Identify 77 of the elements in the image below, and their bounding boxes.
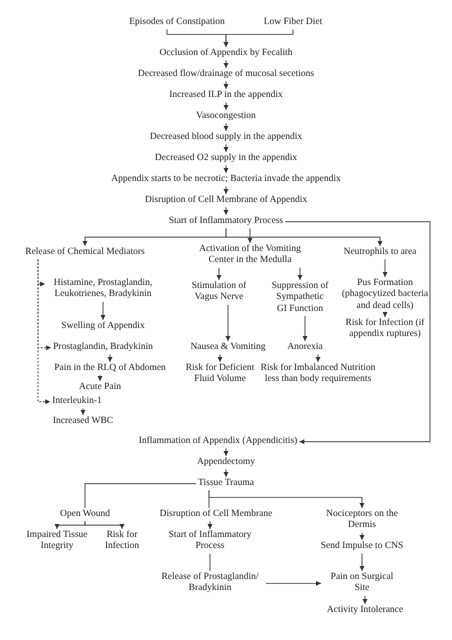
arrow	[224, 144, 228, 152]
flow-step-text: Increased WBC	[52, 416, 114, 428]
flow-step-text: Interleukin-1	[52, 396, 102, 408]
flow-step-text: Risk for Infection	[102, 530, 142, 553]
flow-step-text: Disruption of Cell Membrane	[160, 509, 272, 520]
flow-step-text: Release of Prostaglandin/ Bradykinin	[160, 572, 260, 595]
arrow	[226, 228, 382, 246]
flow-step-text: Prostaglandin, Bradykinin	[53, 342, 153, 354]
arrow	[224, 81, 228, 90]
flow-step-text: Activity Intolerance	[326, 605, 404, 616]
flow-step-text: Stimulation of Vagus Nerve	[179, 281, 259, 304]
flow-step-text: Increased ILP in the appendix	[169, 90, 283, 102]
flow-step-text: Decreased O2 supply in the appendix	[154, 153, 298, 164]
arrow	[382, 259, 388, 278]
flow-step-text: Neutrophils to area	[344, 247, 416, 258]
arrow	[38, 259, 51, 404]
arrow	[382, 312, 388, 318]
arrow	[216, 267, 222, 280]
arrow	[266, 580, 322, 586]
flow-step-text: Impaired Tissue Integrity	[25, 530, 89, 553]
flow-step-text: Nausea & Vomiting	[190, 342, 266, 354]
arrow	[224, 102, 228, 110]
arrow	[224, 469, 228, 478]
arrow	[316, 354, 320, 362]
arrow	[218, 354, 222, 362]
flow-step-text: Swelling of Appendix	[61, 321, 145, 332]
arrow	[80, 408, 86, 416]
flow-step-text: Pain in the RLQ of Abdomen	[54, 363, 166, 374]
flow-step-text: Open Wound	[60, 509, 110, 520]
arrow	[226, 304, 230, 342]
flow-step-text: Disruption of Cell Membrane of Appendix	[144, 195, 308, 206]
flow-step-text: Episodes of Constipation	[129, 17, 225, 28]
arrow	[298, 267, 302, 280]
flow-step-text: Decreased flow/drainage of mucosal secetions	[138, 69, 314, 80]
arrow	[224, 123, 228, 132]
flow-step-text: Tissue Trauma	[198, 478, 254, 490]
flow-step-text: Acute Pain	[79, 382, 121, 394]
flow-step-text: Anorexia	[287, 342, 323, 354]
arrow	[224, 164, 228, 174]
arrow	[84, 521, 124, 530]
arrow	[248, 228, 252, 244]
flow-step-text: Vasocongestion	[196, 111, 256, 122]
flow-step-text: Appendectomy	[196, 457, 256, 468]
flow-step-text: Pain on Surgical Site	[327, 572, 397, 595]
arrow	[224, 448, 228, 456]
flow-step-text: Start of Inflammatory Process	[165, 530, 255, 553]
flow-step-text: Histamine, Prostaglandin, Leukotrienes, Bradykinin	[47, 278, 159, 301]
flow-step-text: Nociceptors on the Dermis	[324, 509, 400, 532]
arrow	[284, 221, 430, 444]
arrow	[362, 595, 368, 604]
arrow	[302, 316, 308, 342]
flow-step-text: Release of Chemical Mediators	[25, 247, 145, 258]
arrow	[98, 375, 102, 382]
flow-step-text: Risk for Imbalanced Nutrition less than body requirements	[258, 363, 378, 386]
arrow	[208, 521, 212, 530]
arrow	[224, 186, 228, 194]
arrow	[100, 301, 106, 320]
arrow	[208, 490, 364, 508]
flow-step-text: Activation of the Vomiting Center in the Medulla	[189, 244, 311, 267]
arrow	[54, 521, 86, 530]
flow-step-text: Start of Inflammatory Process	[168, 216, 284, 228]
arrow	[224, 60, 228, 68]
flow-step-text: Low Fiber Diet	[264, 17, 322, 28]
flow-step-text: Risk for Deficient Fluid Volume	[182, 363, 258, 386]
flow-step-text: Occlusion of Appendix by Fecalith	[160, 48, 292, 60]
arrow	[108, 354, 112, 362]
flow-step-text: Suppression of Sympathetic GI Function	[271, 281, 329, 316]
flow-step-text: Decreased blood supply in the appendix	[150, 132, 302, 144]
flow-step-text: Appendix starts to be necrotic; Bacteria invade the appendix	[111, 174, 341, 186]
flow-step-text: Risk for Infection (if appendix ruptures)	[342, 318, 428, 341]
arrow	[360, 553, 364, 572]
arrow	[224, 29, 294, 48]
flow-step-text: Inflammation of Appendix (Appendicitis)	[138, 436, 298, 448]
flow-step-text: Send Impulse to CNS	[320, 541, 404, 552]
flow-step-text: Pus Formation (phagocytized bacteria and dead cells)	[338, 278, 432, 312]
arrow	[360, 532, 364, 540]
arrow	[224, 206, 228, 216]
